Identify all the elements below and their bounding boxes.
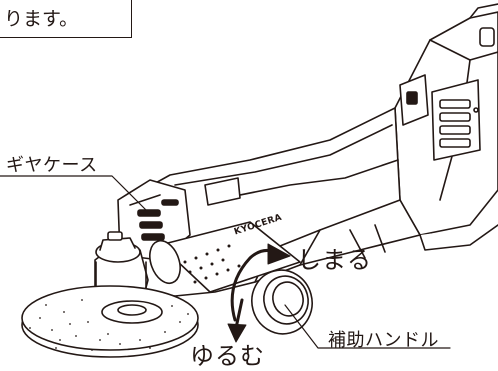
grinding-wheel <box>21 285 199 358</box>
loosen-arrowhead <box>227 323 247 343</box>
aux-handle-cap <box>251 269 313 335</box>
gear-case-leader <box>0 175 147 211</box>
loosen-label: ゆるむ <box>190 342 265 370</box>
aux-handle-leader <box>284 304 451 349</box>
gear-case-label: ギヤケース <box>6 155 98 176</box>
note-text: ります。 <box>4 8 79 30</box>
leader-lines <box>0 175 451 349</box>
tighten-label: しまる <box>297 246 372 274</box>
aux-handle-label: 補助ハンドル <box>328 330 439 351</box>
aux-handle-grip <box>149 221 301 293</box>
tighten-arrowhead <box>267 243 291 265</box>
rotation-arrows <box>227 243 291 343</box>
control-panel <box>399 74 481 161</box>
note-box <box>0 0 132 38</box>
